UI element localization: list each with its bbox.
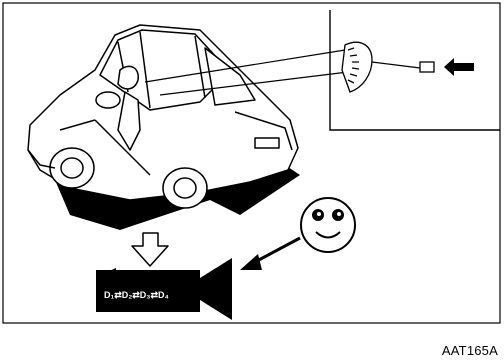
face-to-camera-arrow [240, 238, 300, 270]
figure-code: AAT165A [442, 343, 498, 358]
outline-down-arrow-icon [132, 233, 168, 266]
throttle-dial-gauge-icon [342, 42, 434, 92]
filled-arrow-left-icon [444, 58, 474, 76]
gear-shift-sequence: D₁⇄D₂⇄D₃⇄D₄ [104, 290, 169, 300]
video-camera-icon [96, 258, 232, 320]
smiling-face-icon [301, 198, 355, 252]
